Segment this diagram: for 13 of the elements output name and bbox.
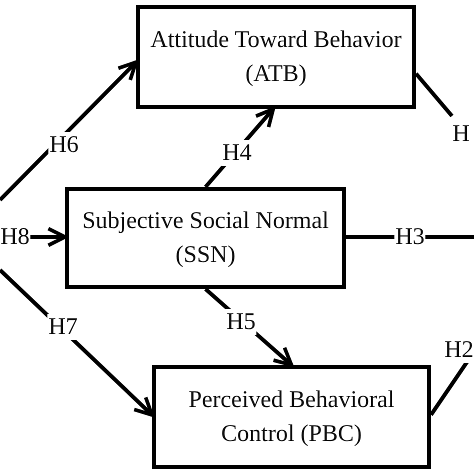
construct-name: Attitude Toward Behavior (ATB) [149,26,403,89]
arrow [0,60,138,202]
connector-line [429,360,469,416]
construct-name: Subjective Social Normal (SSN) [81,207,330,270]
construct-box [152,365,431,469]
construct-box [136,5,416,109]
construct-name: Perceived Behavioral Control (PBC) [188,386,396,449]
edge-label: H7 [47,314,79,340]
connector-line [414,72,454,118]
construct-box [65,187,346,289]
edge-label: H5 [225,309,257,335]
arrow [30,226,67,248]
edge-label: H4 [221,140,253,166]
